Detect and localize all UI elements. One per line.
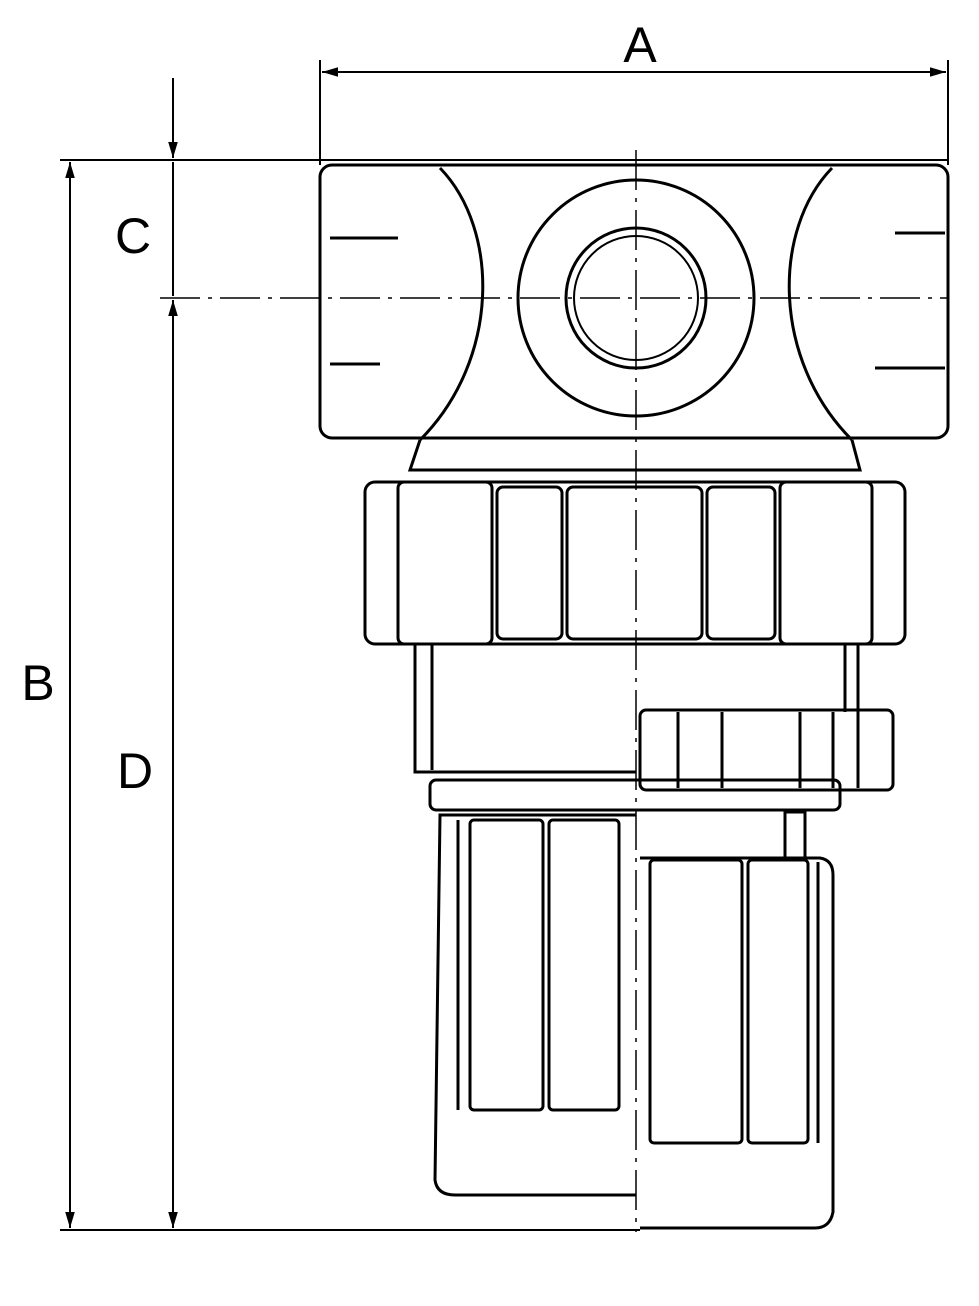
port-thread-circle (564, 226, 708, 370)
dimension-a: A (319, 17, 949, 165)
label-d: D (117, 743, 153, 799)
regulator-neck (413, 645, 860, 812)
port-outer-circle (516, 178, 756, 418)
dimension-b: B (21, 162, 75, 1228)
label-c: C (115, 208, 151, 264)
adjustment-knob (433, 810, 835, 1230)
lock-nut (638, 708, 895, 792)
dimension-d: D (117, 300, 178, 1228)
dimension-c: C (115, 78, 178, 296)
label-a: A (623, 17, 657, 73)
bonnet-nut (363, 480, 907, 646)
label-b: B (21, 655, 54, 711)
regulator-body (318, 163, 950, 472)
